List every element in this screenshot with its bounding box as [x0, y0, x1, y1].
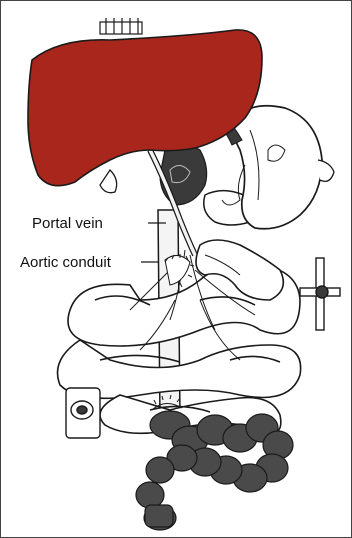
aortic-conduit-label: Aortic conduit [20, 255, 111, 270]
stomach [233, 106, 322, 229]
portal-vein-label: Portal vein [32, 216, 103, 231]
ileostomy [66, 388, 100, 438]
liver [28, 30, 262, 186]
suture-clamp-top [100, 18, 142, 34]
colon [136, 411, 293, 530]
hepatic-hilum [160, 145, 207, 205]
jejunostomy-tube [300, 258, 340, 330]
